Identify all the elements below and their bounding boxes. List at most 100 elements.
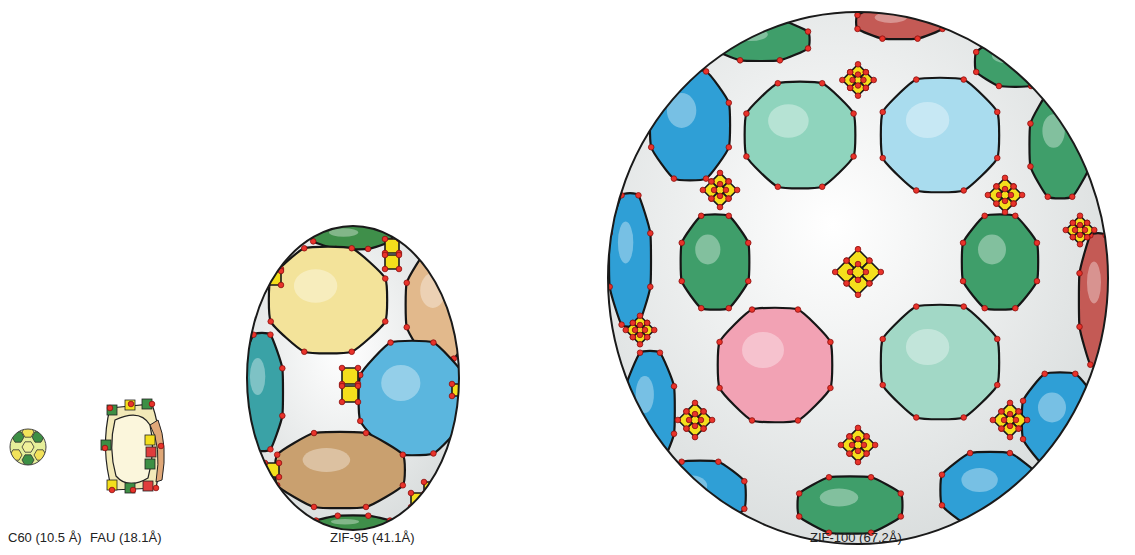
atom-vertex — [1011, 201, 1017, 207]
atom-vertex — [1002, 175, 1008, 181]
atom-vertex — [470, 280, 476, 286]
cage-face — [962, 214, 1038, 309]
atom-vertex — [994, 155, 1000, 161]
atom-vertex — [709, 46, 715, 52]
atom-vertex — [701, 426, 707, 432]
fau-window — [146, 447, 156, 457]
atom-vertex — [867, 281, 873, 287]
atom-vertex — [996, 83, 1002, 89]
atom-vertex — [268, 446, 274, 452]
atom-vertex — [701, 409, 707, 415]
face-highlight — [961, 468, 997, 492]
atom-vertex — [1020, 398, 1026, 404]
atom-vertex — [449, 381, 455, 387]
atom-vertex — [698, 305, 704, 311]
atom-vertex — [855, 436, 861, 442]
atom-vertex — [1007, 434, 1013, 440]
atom-vertex — [684, 409, 690, 415]
atom-vertex — [363, 430, 369, 436]
square-window — [267, 255, 281, 269]
atom-vertex — [1077, 241, 1083, 247]
atom-vertex — [1091, 227, 1097, 233]
atom-vertex — [828, 385, 834, 391]
atom-vertex — [158, 443, 164, 449]
atom-vertex — [1114, 270, 1120, 276]
atom-vertex — [671, 383, 677, 389]
atom-vertex — [1016, 409, 1022, 415]
atom-vertex — [400, 483, 406, 489]
atom-vertex — [700, 187, 706, 193]
atom-vertex — [863, 69, 869, 75]
atom-vertex — [1013, 213, 1019, 219]
atom-vertex — [867, 258, 873, 264]
atom-vertex — [644, 334, 650, 340]
cage-face — [881, 78, 999, 193]
atom-vertex — [102, 445, 108, 451]
atom-vertex — [1013, 305, 1019, 311]
atom-vertex — [775, 80, 781, 86]
atom-vertex — [637, 332, 643, 338]
atom-vertex — [1016, 426, 1022, 432]
atom-vertex — [855, 425, 861, 431]
atom-vertex — [130, 487, 136, 493]
cage-face — [269, 247, 387, 354]
atom-vertex — [850, 77, 856, 83]
atom-vertex — [913, 304, 919, 310]
atom-vertex — [880, 336, 886, 342]
atom-vertex — [1013, 417, 1019, 423]
atom-vertex — [994, 336, 1000, 342]
atom-vertex — [805, 46, 811, 52]
atom-vertex — [864, 451, 870, 457]
c60-ring — [22, 455, 34, 465]
atom-vertex — [1001, 417, 1007, 423]
atom-vertex — [742, 506, 748, 512]
atom-vertex — [1051, 49, 1057, 55]
atom-vertex — [692, 423, 698, 429]
atom-vertex — [264, 266, 270, 272]
atom-vertex — [796, 514, 802, 520]
cage-face — [856, 5, 944, 39]
atom-vertex — [880, 3, 886, 9]
atom-vertex — [867, 281, 873, 287]
face-highlight — [1042, 114, 1064, 148]
atom-vertex — [684, 409, 690, 415]
atom-vertex — [1084, 220, 1090, 226]
atom-vertex — [913, 77, 919, 83]
atom-vertex — [864, 451, 870, 457]
atom-vertex — [636, 193, 642, 199]
atom-vertex — [913, 188, 919, 194]
atom-vertex — [404, 324, 410, 330]
atom-vertex — [855, 26, 861, 32]
atom-vertex — [357, 418, 363, 424]
atom-vertex — [726, 144, 732, 150]
atom-vertex — [1051, 69, 1057, 75]
atom-vertex — [999, 409, 1005, 415]
atom-vertex — [637, 313, 643, 319]
atom-vertex — [717, 181, 723, 187]
face-highlight — [1038, 393, 1066, 423]
atom-vertex — [880, 382, 886, 388]
atom-vertex — [251, 446, 257, 452]
fau-window — [145, 435, 155, 445]
cage-face — [681, 214, 750, 309]
atom-vertex — [855, 12, 861, 18]
atom-vertex — [276, 474, 282, 480]
atom-vertex — [999, 426, 1005, 432]
atom-vertex — [838, 442, 844, 448]
atom-vertex — [745, 278, 751, 284]
atom-vertex — [1008, 192, 1014, 198]
atom-vertex — [847, 434, 853, 440]
atom-vertex — [960, 240, 966, 246]
atom-vertex — [744, 154, 750, 160]
atom-vertex — [716, 459, 722, 465]
atom-vertex — [847, 85, 853, 91]
atom-vertex — [365, 220, 371, 226]
atom-vertex — [431, 451, 437, 457]
atom-vertex — [844, 258, 850, 264]
atom-vertex — [973, 49, 979, 55]
atom-vertex — [880, 36, 886, 42]
atom-vertex — [644, 320, 650, 326]
atom-vertex — [1087, 121, 1093, 127]
atom-vertex — [913, 415, 919, 421]
atom-vertex — [999, 409, 1005, 415]
